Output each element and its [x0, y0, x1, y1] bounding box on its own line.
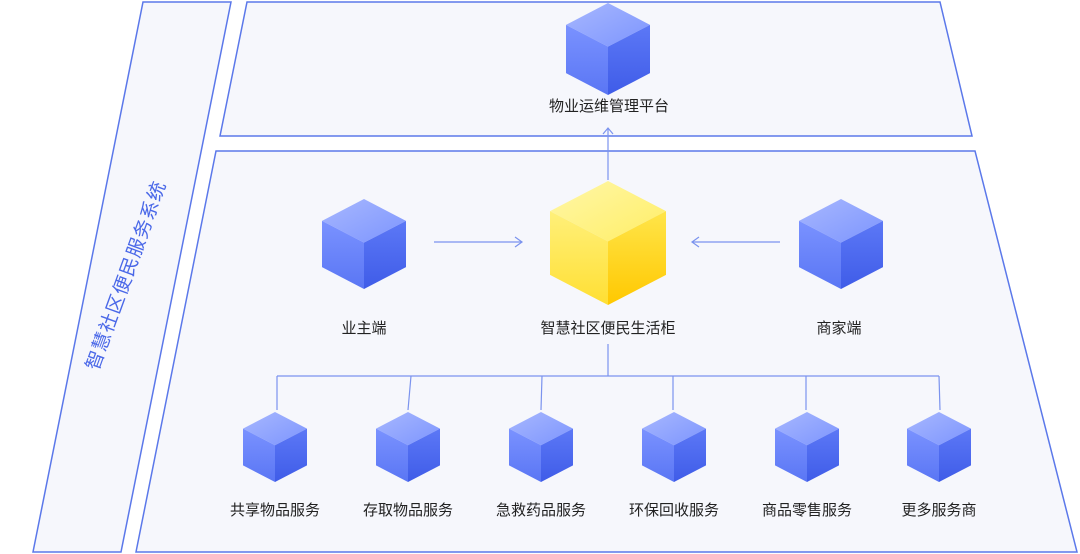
storage-service-cube [376, 412, 440, 482]
side-band [32, 1, 232, 553]
more-services-cube-left-face [907, 428, 939, 482]
more-services-cube-top-face [907, 412, 971, 446]
recycling-service-cube-top-face [642, 412, 706, 446]
retail-service-cube-right-face [807, 428, 839, 482]
recycling-service-cube-right-face [674, 428, 706, 482]
owner-label: 业主端 [341, 319, 387, 337]
first-aid-service-cube [509, 412, 573, 482]
recycling-service-cube-left-face [642, 428, 674, 482]
storage-service-cube-top-face [376, 412, 440, 446]
connector-lines [276, 127, 941, 411]
top-platform-cube-top-face [566, 3, 650, 47]
merchant-cube [799, 199, 883, 289]
merchant-cube-left-face [799, 220, 841, 289]
service-label-more: 更多服务商 [901, 501, 977, 519]
retail-service-cube-top-face [775, 412, 839, 446]
shared-service-cube [243, 412, 307, 482]
merchant-cube-right-face [841, 220, 883, 289]
drop-line-6 [938, 375, 941, 411]
recycling-service-cube [642, 412, 706, 482]
service-label-recycling: 环保回收服务 [628, 501, 720, 519]
drop-line-2 [407, 375, 412, 411]
service-label-retail: 商品零售服务 [761, 501, 853, 519]
retail-service-cube [775, 412, 839, 482]
owner-cube-left-face [322, 220, 364, 289]
merchant-to-center-arrowhead [690, 236, 700, 248]
service-label-storage: 存取物品服务 [362, 501, 454, 519]
owner-to-center-arrowhead [514, 236, 524, 248]
more-services-cube-right-face [939, 428, 971, 482]
first-aid-service-cube-top-face [509, 412, 573, 446]
first-aid-service-cube-left-face [509, 428, 541, 482]
shared-service-cube-top-face [243, 412, 307, 446]
top-platform-cube-left-face [566, 24, 608, 96]
center-cabinet-label: 智慧社区便民生活柜 [540, 319, 676, 337]
retail-service-cube-left-face [775, 428, 807, 482]
center-cabinet-cube-left-face [550, 211, 608, 305]
shared-service-cube-left-face [243, 428, 275, 482]
center-cabinet-cube-right-face [608, 211, 666, 305]
storage-service-cube-right-face [408, 428, 440, 482]
more-services-cube [907, 412, 971, 482]
storage-service-cube-left-face [376, 428, 408, 482]
drop-line-3 [540, 375, 543, 411]
service-label-first-aid: 急救药品服务 [495, 501, 587, 519]
top-platform-cube [566, 3, 650, 96]
top-platform-label: 物业运维管理平台 [548, 97, 670, 115]
top-platform-cube-right-face [608, 24, 650, 96]
owner-cube-right-face [364, 220, 406, 289]
first-aid-service-cube-right-face [541, 428, 573, 482]
merchant-label: 商家端 [816, 319, 862, 337]
center-cabinet-cube [550, 181, 666, 305]
shared-service-cube-right-face [275, 428, 307, 482]
owner-cube [322, 199, 406, 289]
service-label-shared: 共享物品服务 [229, 501, 321, 519]
center-to-top-arrowhead [602, 127, 614, 135]
